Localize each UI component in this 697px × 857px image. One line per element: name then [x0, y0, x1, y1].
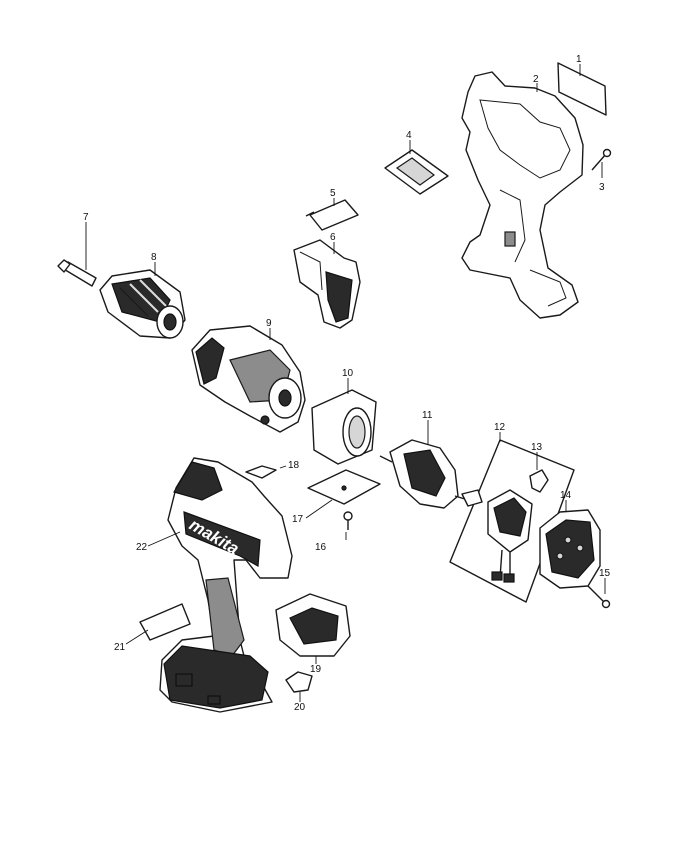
callout-2: 2 [533, 74, 539, 85]
part-17-plate [305, 469, 381, 519]
part-4-switch-button [384, 140, 449, 195]
callout-5: 5 [330, 188, 336, 199]
part-20-button [285, 671, 313, 702]
part-1-label-plate [557, 62, 607, 116]
callout-19: 19 [310, 664, 322, 675]
callout-13: 13 [531, 442, 543, 453]
callout-9: 9 [266, 318, 272, 329]
callout-16: 16 [315, 542, 327, 553]
callout-6: 6 [330, 232, 336, 243]
callout-18: 18 [288, 460, 300, 471]
callout-11: 11 [422, 410, 433, 421]
callout-12: 12 [494, 422, 506, 433]
callout-15: 15 [599, 568, 611, 579]
callout-8: 8 [151, 252, 157, 263]
part-6-switch [293, 239, 361, 329]
callout-14: 14 [560, 490, 572, 501]
part-7-bolt [57, 222, 97, 287]
callout-17: 17 [292, 514, 304, 525]
part-19-terminal [275, 593, 351, 664]
callout-21: 21 [114, 642, 126, 653]
part-18-spring [245, 465, 287, 479]
part-11-armature [379, 420, 469, 509]
callout-20: 20 [294, 702, 306, 713]
part-5-lever [305, 198, 359, 231]
part-13-clip [529, 452, 549, 493]
part-9-gear-assembly [191, 325, 306, 433]
callout-22: 22 [136, 542, 148, 553]
callout-3: 3 [599, 182, 605, 193]
part-10-yoke [311, 378, 377, 465]
callout-1: 1 [576, 54, 582, 65]
callout-labels: 1 2 3 4 5 6 7 8 9 10 11 12 13 14 15 16 1… [83, 54, 611, 713]
callout-10: 10 [342, 368, 354, 379]
part-14-rear-cover [539, 500, 601, 589]
part-22-housing-half: makita [147, 457, 293, 713]
part-21-label-sticker [125, 603, 191, 645]
callout-4: 4 [406, 130, 412, 141]
part-8-keyless-chuck [99, 262, 186, 339]
part-16-screw [343, 511, 353, 540]
callout-7: 7 [83, 212, 89, 223]
part-2-housing-half [461, 71, 584, 319]
part-15-screw [587, 578, 611, 609]
part-3-screw [591, 148, 612, 178]
